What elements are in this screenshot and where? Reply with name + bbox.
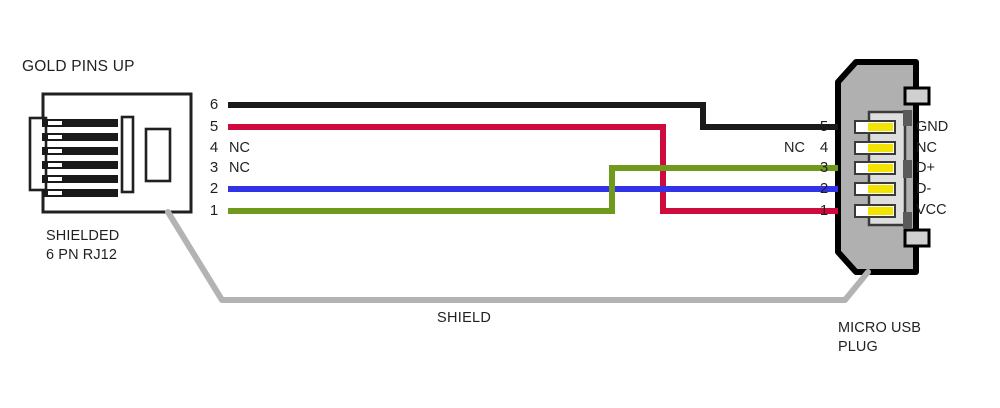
rj12-contact-nub-3: [48, 163, 62, 167]
micro-usb-signal-dminus: D-: [916, 181, 932, 197]
rj12-contact-3: [42, 161, 118, 169]
micro-usb-signal-dplus: D+: [916, 160, 935, 176]
rj12-pin-number-6: 6: [209, 96, 219, 113]
wire-black-pin6-to-gnd: [228, 102, 838, 130]
shield-wire-label: SHIELD: [437, 310, 492, 326]
rj12-contact-1: [42, 189, 118, 197]
rj12-caption-line2: 6 PN RJ12: [46, 247, 118, 263]
rj12-contact-strip: [42, 119, 118, 197]
rj12-contact-nub-5: [48, 135, 62, 139]
micro-usb-contact-strip: [854, 120, 896, 218]
rj12-caption-line1: SHIELDED: [46, 228, 120, 244]
micro-usb-contact-5: [868, 123, 893, 131]
wire-shield-shell-to-shell: [165, 209, 871, 303]
rj12-pin-number-2: 2: [209, 180, 219, 197]
rj12-contact-nub-6: [48, 121, 62, 125]
micro-usb-caption-line1: MICRO USB: [838, 320, 922, 336]
micro-usb-pin-number-5: 5: [819, 118, 829, 135]
rj12-contact-nub-1: [48, 191, 62, 195]
micro-usb-pin-4-nc-label: NC: [784, 140, 805, 156]
rj12-contact-nub-2: [48, 177, 62, 181]
micro-usb-caption-line2: PLUG: [838, 339, 878, 355]
micro-usb-contact-3: [868, 164, 893, 172]
micro-usb-pin-number-3: 3: [819, 159, 829, 176]
rj12-key-slot: [144, 127, 172, 183]
micro-usb-contact-4: [868, 144, 893, 152]
rj12-pin-3-nc-label: NC: [229, 160, 250, 176]
rj12-pin-number-1: 1: [209, 202, 219, 219]
rj12-contact-nub-4: [48, 149, 62, 153]
micro-usb-pin-number-1: 1: [819, 202, 829, 219]
micro-usb-signal-vcc: VCC: [916, 202, 947, 218]
gold-pins-up-title: GOLD PINS UP: [22, 58, 135, 75]
micro-usb-tab-bottom: [903, 228, 931, 248]
micro-usb-connector-graphic: [835, 59, 931, 275]
micro-usb-notch-bottom: [903, 212, 912, 228]
micro-usb-tab-top: [903, 86, 931, 106]
wire-green-pin1-to-dplus: [228, 165, 838, 214]
micro-usb-contact-1: [868, 207, 893, 215]
micro-usb-notch-top: [903, 110, 912, 126]
rj12-pin-number-4: 4: [209, 139, 219, 156]
rj12-contact-6: [42, 119, 118, 127]
micro-usb-notch-mid: [903, 160, 912, 178]
micro-usb-contact-2: [868, 185, 893, 193]
rj12-connector-graphic: [28, 92, 193, 214]
rj12-pin-number-3: 3: [209, 159, 219, 176]
micro-usb-signal-gnd: GND: [916, 119, 949, 135]
rj12-contact-4: [42, 147, 118, 155]
rj12-pin-4-nc-label: NC: [229, 140, 250, 156]
rj12-pin-number-5: 5: [209, 118, 219, 135]
micro-usb-pin-number-4: 4: [819, 139, 829, 156]
micro-usb-signal-nc: NC: [916, 140, 937, 156]
rj12-contact-divider: [120, 115, 135, 194]
rj12-contact-5: [42, 133, 118, 141]
rj12-contact-2: [42, 175, 118, 183]
micro-usb-pin-number-2: 2: [819, 180, 829, 197]
